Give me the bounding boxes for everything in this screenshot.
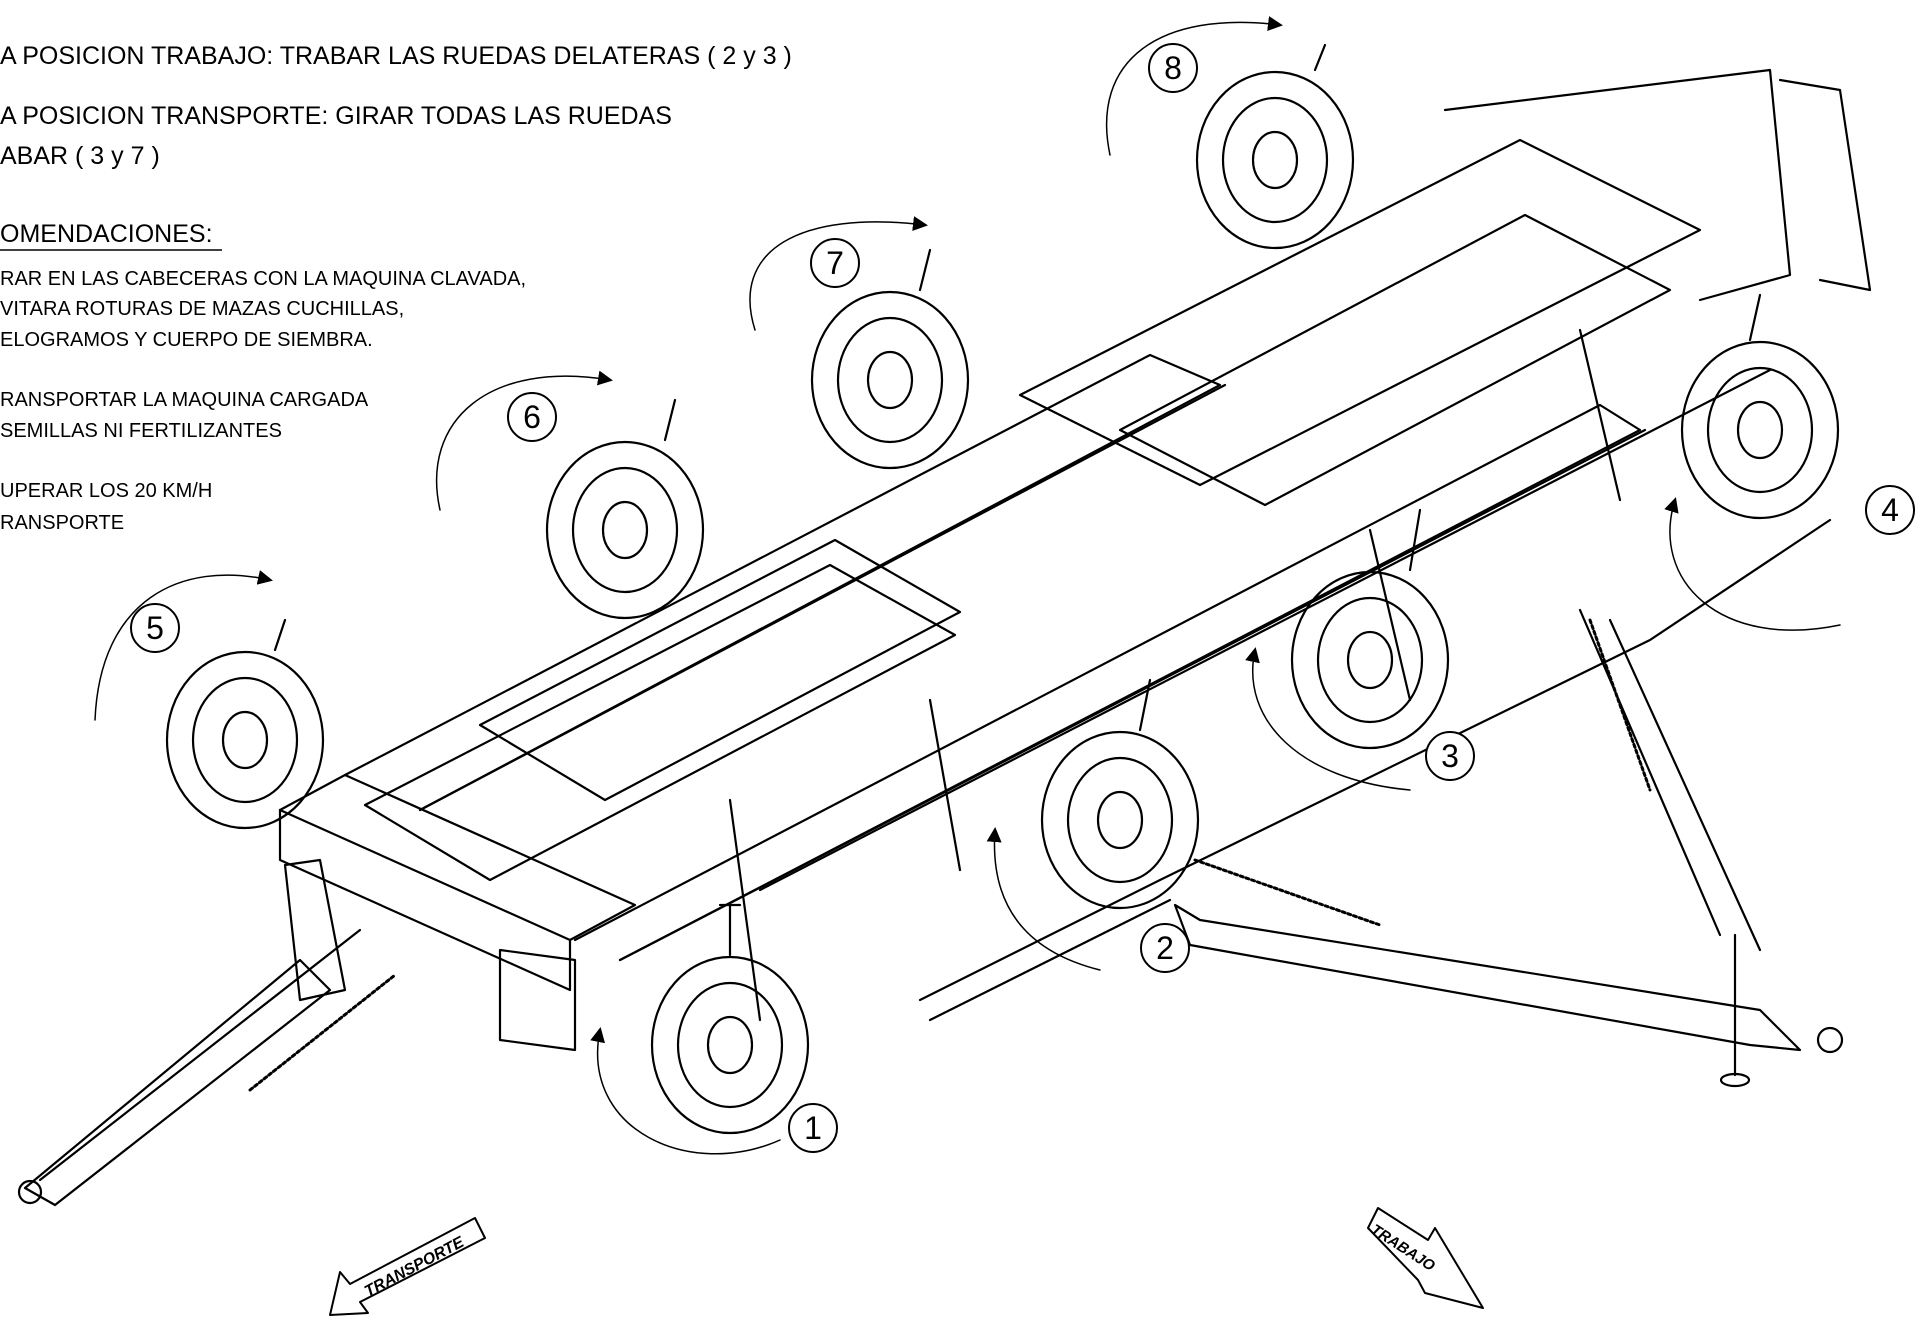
wheel-callout-1: 1 (788, 1103, 838, 1153)
front-spring-2 (1588, 618, 1652, 792)
rotation-arc-4 (1664, 497, 1841, 631)
rear-crossbeam-top (278, 773, 637, 942)
frame-rail-front-left (343, 353, 1222, 812)
transport-direction-arrow: TRANSPORTE (329, 1217, 486, 1316)
recommendations-heading: OMENDACIONES: (0, 220, 213, 248)
tank-outline-1-inner (478, 538, 962, 802)
wheel-number: 2 (1156, 930, 1174, 966)
wheel-6 (545, 398, 705, 620)
wheel-number: 5 (146, 610, 164, 646)
brace (728, 798, 762, 1022)
rear-drawbar (23, 958, 332, 1207)
frame-rail-main-lower (618, 428, 1647, 962)
front-hitch-eye (1816, 1026, 1844, 1054)
frame-rail-front-left-lower (418, 383, 1227, 812)
frame-rail-main (573, 403, 1642, 962)
wheel-number: 8 (1164, 50, 1182, 86)
brace (1578, 328, 1622, 502)
wheel-number: 1 (804, 1110, 822, 1146)
instruction-block: A POSICION TRABAJO: TRABAR LAS RUEDAS DE… (0, 42, 792, 170)
front-tower-plate (1778, 78, 1872, 292)
rotation-arc-3 (1245, 647, 1411, 791)
wheel-8 (1195, 43, 1355, 250)
tank-outline-2-inner (1118, 213, 1672, 507)
transport-position-instruction-line1: A POSICION TRANSPORTE: GIRAR TODAS LAS R… (0, 102, 672, 130)
wheel-number: 4 (1881, 492, 1899, 528)
wheel-7 (810, 248, 970, 470)
wheel-callouts: 1 2 3 4 5 6 7 8 (130, 43, 1915, 1153)
wheel-callout-6: 6 (507, 392, 557, 442)
wheel-callout-3: 3 (1425, 731, 1475, 781)
wheel-3 (1290, 508, 1450, 750)
wheel-2 (1040, 678, 1200, 910)
tank-outline-2 (1018, 138, 1702, 487)
rear-hitch-eye (17, 1179, 43, 1205)
rear-support-leg (283, 858, 347, 1002)
wheel-assemblies (165, 43, 1840, 1135)
rear-spring (248, 973, 397, 1092)
rotation-arc-8 (1105, 16, 1283, 156)
front-lower-beam-edge (928, 898, 1172, 1022)
work-direction-arrow: TRABAJO (1367, 1207, 1484, 1309)
wheel-callout-8: 8 (1148, 43, 1198, 93)
wheel-5 (165, 618, 325, 830)
recommendations-block: OMENDACIONES: RAR EN LAS CABECERAS CON L… (0, 220, 526, 534)
wheel-number: 7 (826, 245, 844, 281)
rotation-arcs (94, 16, 1841, 1155)
front-tower (1443, 68, 1792, 302)
rotation-arc-2 (986, 827, 1101, 971)
recommendation-line: RANSPORTAR LA MAQUINA CARGADA (0, 389, 369, 411)
wheel-number: 3 (1441, 738, 1459, 774)
recommendation-line: VITARA ROTURAS DE MAZAS CUCHILLAS, (0, 298, 404, 320)
work-position-instruction: A POSICION TRABAJO: TRABAR LAS RUEDAS DE… (0, 42, 792, 70)
recommendation-line: ELOGRAMOS Y CUERPO DE SIEMBRA. (0, 329, 373, 351)
front-drawbar-diagonal-2 (1608, 618, 1762, 952)
wheel-callout-4: 4 (1865, 485, 1915, 535)
frame-rail-rear (758, 368, 1772, 892)
rotation-arc-6 (435, 370, 613, 511)
rotation-arc-5 (94, 570, 273, 721)
tank-outline-1 (363, 563, 957, 882)
wheel-callout-5: 5 (130, 603, 180, 653)
wheel-callout-7: 7 (810, 238, 860, 288)
rear-plate (498, 948, 577, 1052)
front-lower-beam (918, 518, 1832, 1002)
rear-crossbeam (278, 808, 572, 992)
machine-frame (17, 68, 1872, 1207)
front-spring (1193, 858, 1382, 927)
brace (928, 698, 962, 872)
rotation-arc-1 (590, 1027, 781, 1155)
recommendation-line: RANSPORTE (0, 512, 124, 534)
wheel-1 (650, 903, 810, 1135)
brace (1368, 528, 1412, 702)
front-jack-foot (1719, 1072, 1751, 1088)
rear-drawbar-inner-line (38, 928, 362, 1182)
front-drawbar-diagonal (1578, 608, 1722, 937)
wheel-callout-2: 2 (1140, 923, 1190, 973)
wheel-4 (1680, 293, 1840, 520)
front-drawbar (1173, 903, 1802, 1052)
transport-position-instruction-line2: ABAR ( 3 y 7 ) (0, 142, 160, 170)
rotation-arc-7 (749, 216, 928, 331)
recommendation-line: RAR EN LAS CABECERAS CON LA MAQUINA CLAV… (0, 268, 526, 290)
wheel-number: 6 (523, 399, 541, 435)
transport-arrow-label: TRANSPORTE (362, 1233, 468, 1300)
recommendation-line: UPERAR LOS 20 KM/H (0, 480, 212, 502)
recommendation-line: SEMILLAS NI FERTILIZANTES (0, 420, 282, 442)
